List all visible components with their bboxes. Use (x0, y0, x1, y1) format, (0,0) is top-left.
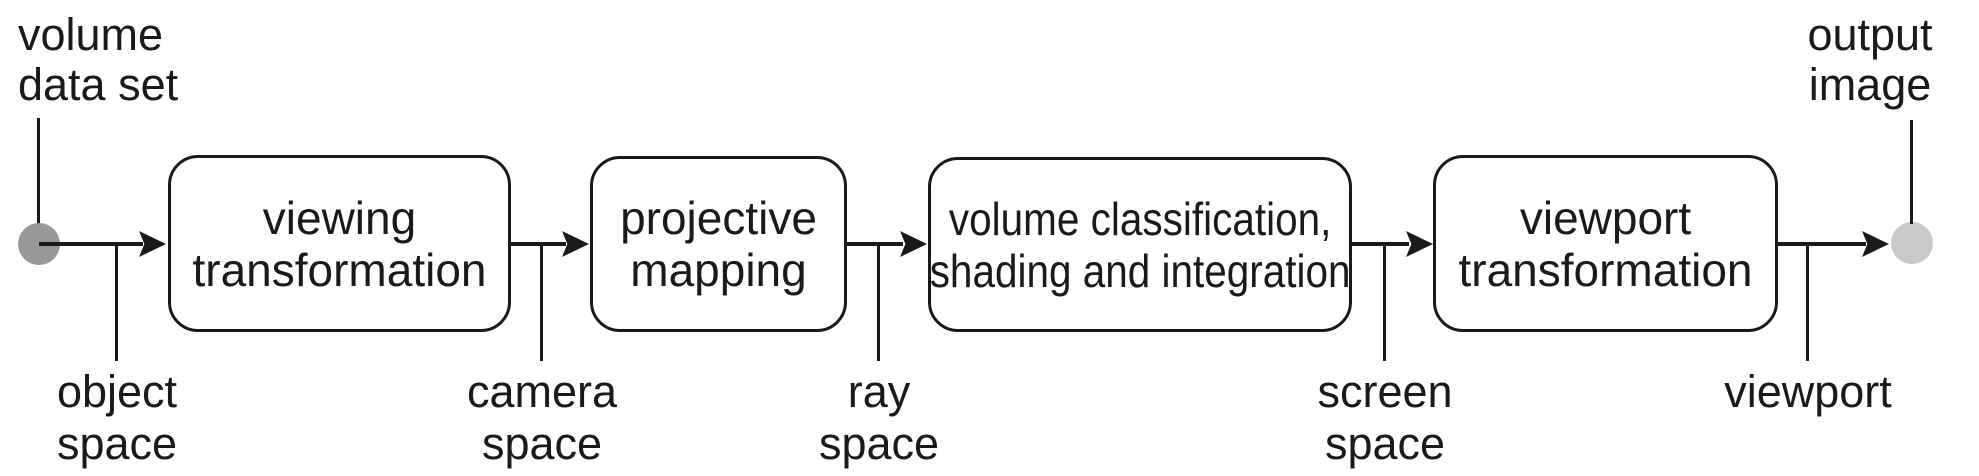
arrowhead-icon (1406, 231, 1433, 257)
ray-space-label: ray space (818, 366, 940, 469)
box-viewport-transformation-label: viewport transformation (1458, 191, 1753, 296)
box-viewing-transformation: viewing transformation (168, 155, 511, 332)
box-projective-mapping: projective mapping (590, 156, 847, 332)
arrowhead-icon (1862, 231, 1889, 257)
screen-space-label: screen space (1317, 366, 1453, 469)
volume-data-set-line2: data set (18, 59, 179, 110)
camera-space-tick-line (540, 244, 543, 361)
object-space-label: object space (56, 366, 178, 469)
object-space-tick-line (115, 244, 118, 361)
box-viewing-transformation-label: viewing transformation (192, 191, 487, 296)
output-image-line1: output (1807, 9, 1933, 60)
box-volume-classification-shading-integration: volume classification, shading and integ… (928, 157, 1352, 332)
screen-space-tick-line (1383, 244, 1386, 361)
edge-classification-to-viewport (1352, 242, 1409, 246)
box-viewport-transformation: viewport transformation (1433, 155, 1778, 332)
ray-space-tick-line (877, 244, 880, 361)
arrowhead-icon (139, 231, 166, 257)
output-label-connector-line (1910, 120, 1913, 224)
output-node (1891, 222, 1933, 264)
box-volume-classification-label: volume classification, shading and integ… (929, 192, 1351, 297)
arrowhead-icon (562, 231, 589, 257)
output-image-label: output image (1770, 10, 1970, 110)
input-label-connector-line (37, 118, 40, 224)
viewport-label: viewport (1724, 366, 1892, 417)
volume-data-set-label: volume data set (18, 10, 178, 110)
edge-projective-to-classification (847, 242, 903, 246)
edge-viewing-to-projective (510, 242, 566, 246)
box-projective-mapping-label: projective mapping (620, 192, 817, 296)
volume-data-set-line1: volume (18, 9, 164, 60)
viewport-tick-line (1806, 244, 1809, 361)
arrowhead-icon (900, 231, 927, 257)
output-image-line2: image (1808, 59, 1932, 110)
camera-space-label: camera space (466, 366, 618, 469)
edge-input-to-viewing (39, 242, 143, 246)
edge-viewport-to-output (1778, 242, 1866, 246)
